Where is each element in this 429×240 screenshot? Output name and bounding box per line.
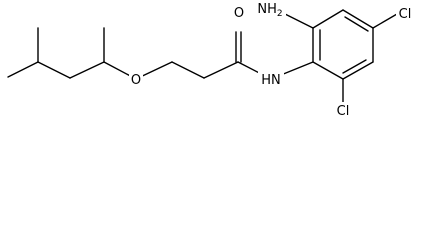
ring-double-2 <box>344 16 369 32</box>
atom-labels: O O HN NH2 Cl Cl <box>129 0 414 119</box>
bond-c3-c4 <box>69 61 105 79</box>
carbonyl-oxygen-label: O <box>234 6 244 21</box>
ring-bond-2 <box>312 9 344 29</box>
ring-double-3 <box>342 59 367 74</box>
ring-bond-6 <box>312 61 344 80</box>
bond-c2-c3 <box>37 61 71 79</box>
ring-bond-3 <box>342 9 374 29</box>
bond-ring-cl-top <box>372 13 398 29</box>
bonds <box>7 9 398 105</box>
chemical-structure: O O HN NH2 Cl Cl <box>7 0 414 119</box>
bond-ring-nh2 <box>282 12 314 29</box>
chlorine-top-label: Cl <box>399 7 412 22</box>
ring-bond-5 <box>342 61 374 80</box>
bond-c1-c2 <box>7 61 39 78</box>
bond-c5-c6 <box>171 61 205 79</box>
amino-group-label: NH2 <box>257 2 282 19</box>
bond-c6-c7 <box>203 61 239 79</box>
amide-nitrogen-label: HN <box>261 73 281 88</box>
chlorine-bottom-label: Cl <box>337 104 350 119</box>
ether-oxygen-label: O <box>131 73 141 88</box>
